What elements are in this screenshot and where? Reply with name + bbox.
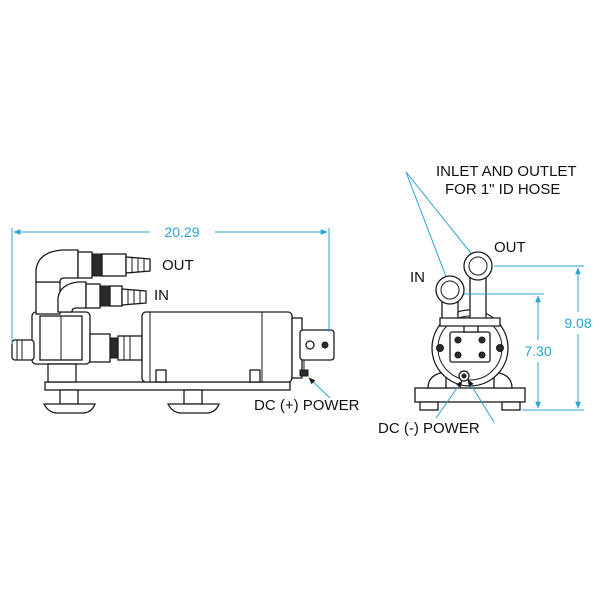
height-total-dimension: 9.08 (494, 265, 592, 411)
side-foot-left (42, 389, 96, 414)
height-inlet-dimension: 7.30 (464, 293, 552, 409)
side-in-elbow (57, 281, 87, 313)
dc-minus-leader-2 (467, 379, 495, 423)
front-bolt-right (496, 344, 504, 352)
dc-minus-label: DC (-) POWER (378, 420, 480, 437)
dc-minus-leader-1 (435, 380, 463, 419)
inlet-outlet-label-line1: INLET AND OUTLET (436, 163, 577, 180)
dc-plus-label: DC (+) POWER (254, 397, 360, 414)
front-out-label: OUT (494, 239, 526, 256)
side-out-barb (77, 251, 151, 279)
length-dimension: 20.29 (11, 224, 330, 344)
front-foot-right (501, 401, 521, 411)
front-bolt-left (436, 344, 444, 352)
outlet-leader (405, 171, 479, 263)
side-in-barb (85, 283, 147, 309)
front-outlet (463, 251, 493, 281)
side-coupling (89, 333, 143, 363)
side-foot-right (166, 389, 220, 414)
length-dimension-label: 20.29 (164, 224, 199, 240)
front-inlet (435, 275, 465, 305)
front-base (414, 387, 526, 403)
side-view: 20.29 OUT IN DC (+) POWER (11, 224, 360, 414)
front-view: INLET AND OUTLET FOR 1" ID HOSE (378, 163, 592, 437)
side-out-elbow (35, 249, 79, 283)
side-in-label: IN (154, 287, 169, 304)
height-inlet-label: 7.30 (524, 343, 551, 359)
front-foot-left (419, 401, 439, 411)
side-out-label: OUT (162, 257, 194, 274)
inlet-leader (405, 171, 451, 288)
dc-plus-leader (308, 377, 331, 399)
side-left-fitting (11, 339, 35, 361)
front-in-label: IN (410, 269, 425, 286)
side-motor (141, 311, 303, 383)
inlet-outlet-label-line2: FOR 1" ID HOSE (445, 181, 560, 198)
side-terminal-box (299, 329, 335, 377)
height-total-label: 9.08 (564, 315, 591, 331)
side-base-plate (44, 381, 291, 391)
